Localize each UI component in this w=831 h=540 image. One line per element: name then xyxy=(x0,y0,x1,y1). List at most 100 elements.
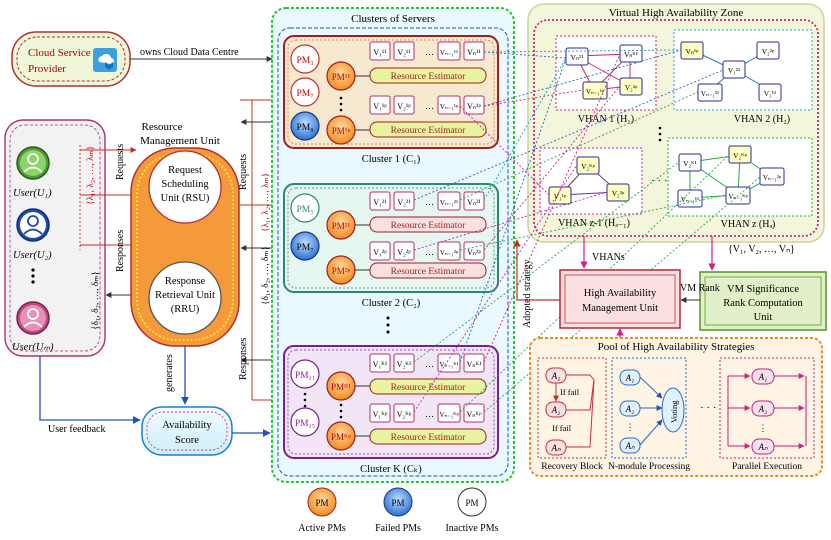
ellipsis: … xyxy=(425,47,434,57)
rsu-label-1: Request xyxy=(168,165,202,176)
adopted-strategy-label: Adopted strategy xyxy=(522,259,533,328)
vhan-node: V₂ᴷᵖ xyxy=(581,162,595,171)
recovery-block: A₁ A₂ Aₙ If fail If fail Recovery Block xyxy=(537,357,607,472)
vm-label: V₂ᴷᵖ xyxy=(397,410,412,419)
availability-score: Availability Score xyxy=(141,406,233,456)
pm-legend: PM Active PMs PM Failed PMs PM Inactive … xyxy=(298,487,499,534)
vhan-node: Vₙ₋₁¹ᵖ xyxy=(586,88,605,96)
vhan-node: Vₙ₋₁¹¹ xyxy=(681,196,699,204)
vm-rank-label: VM Rank xyxy=(680,283,720,294)
ellipsis: … xyxy=(425,409,434,419)
vm-label: Vₙ¹ᵖ xyxy=(467,102,481,111)
vm-label: V₁²ᵖ xyxy=(373,248,387,257)
strategy-a2: A₂ xyxy=(625,404,635,414)
users-delta-seq: {δ₁, δ₂, …, δₘ} xyxy=(91,271,101,330)
vm-label: Vₙ²¹ xyxy=(467,198,481,207)
strategy-a1: A₁ xyxy=(758,372,768,382)
legend-failed-swatch xyxy=(383,487,413,517)
ck-pm-b: PM₁₅ xyxy=(295,419,315,429)
c2-pm-a: PM₅ xyxy=(296,205,313,215)
resource-estimator-label: Resource Estimator xyxy=(391,383,466,393)
pm-inactive xyxy=(290,44,320,74)
legend-active-pm: PM xyxy=(315,498,328,508)
ellipsis: ⋮ xyxy=(759,423,768,433)
vhan-node: V₁²¹ xyxy=(728,66,741,75)
pm-inactive xyxy=(290,193,320,223)
cloud-provider-icon xyxy=(93,48,117,72)
rmu-title-1: Resource xyxy=(142,121,183,133)
legend-failed-label: Failed PMs xyxy=(375,523,421,534)
rsu-label-2: Scheduling xyxy=(161,179,209,190)
vm-label: V₁²¹ xyxy=(373,198,387,207)
cloud-service-provider: Cloud Service Provider xyxy=(11,31,131,87)
parallel-execution: A₁ A₂ ⋮ Aₙ Parallel Execution xyxy=(719,357,815,472)
vhan-node: Vₙ₋₁ᴷᵖ xyxy=(728,193,748,201)
c2-active-a: PM²¹ xyxy=(332,221,351,231)
c1-active-a: PM¹¹ xyxy=(332,72,351,82)
parallel-label: Parallel Execution xyxy=(732,462,802,472)
resource-estimator xyxy=(369,216,487,233)
rru-label-2: Retrieval Unit xyxy=(155,290,215,301)
vm-label: Vₙ₋₁²ᵖ xyxy=(440,249,459,257)
vhan-node: V₂²ᵖ xyxy=(625,83,638,92)
voting-label: Voting xyxy=(669,400,679,423)
ellipsis: … xyxy=(425,247,434,257)
vm-label: V₂ᴷ¹ xyxy=(397,360,412,369)
strategy-a1: A₁ xyxy=(625,373,635,383)
n-module-label: N-module Processing xyxy=(608,462,690,472)
vhan-node: Vₙ₋₁²ᵖ xyxy=(763,174,782,182)
vhans-label: VHANs xyxy=(592,252,625,263)
vhaz-title: Virtual High Availability Zone xyxy=(609,7,744,19)
user-u2-label: User(U₂) xyxy=(13,250,52,261)
resource-estimator-label: Resource Estimator xyxy=(391,267,466,277)
vm-label: V₁¹¹ xyxy=(373,48,387,57)
ellipsis: · · · xyxy=(651,175,668,187)
legend-inactive-pm: PM xyxy=(465,498,478,508)
vmsr-label-2: Rank Computation xyxy=(723,298,803,309)
user-um-avatar xyxy=(16,301,50,335)
c2-vm-row-1: V₁²¹ V₂²¹ … Vₙ₋₁²¹ Vₙ²¹ xyxy=(369,191,485,211)
pool-title: Pool of High Availability Strategies xyxy=(598,341,755,353)
ellipsis xyxy=(339,403,343,419)
vhan-node: Vₙ¹ᵖ xyxy=(686,47,700,56)
strategy-a1: A₁ xyxy=(551,371,561,381)
vm-mapping-lines xyxy=(413,49,761,413)
ham-label-1: High Availability xyxy=(584,288,657,299)
vm-label: V₂¹¹ xyxy=(397,48,411,57)
c1-vm-row-2: V₁¹ᵖ V₂¹ᵖ … Vₙ₋₁¹ᵖ Vₙ¹ᵖ xyxy=(369,95,485,115)
ellipsis: ⋮ xyxy=(626,422,635,432)
legend-inactive-swatch xyxy=(457,487,487,517)
vm-label: Vₙ₋₁¹¹ xyxy=(440,49,458,57)
ha-management-unit: High Availability Management Unit xyxy=(559,269,681,329)
vm-label: Vₙ₋₁¹ᵖ xyxy=(440,103,459,111)
ck-active-a: PMᴷ¹ xyxy=(331,382,351,392)
availability-label-2: Score xyxy=(175,435,199,446)
vmset-label: {V₁, V₂, …, Vₙ} xyxy=(728,244,795,255)
c2-vm-row-2: V₁²ᵖ V₂²ᵖ … Vₙ₋₁²ᵖ Vₙ²ᵖ xyxy=(369,241,485,261)
vm-label: V₁¹ᵖ xyxy=(373,102,387,111)
vhan-node: V₂²ᵖ xyxy=(612,189,625,198)
vm-label: V₂²¹ xyxy=(397,198,411,207)
pm-failed xyxy=(290,111,320,141)
c1-vm-row-1: V₁¹¹ V₂¹¹ … Vₙ₋₁¹¹ Vₙ¹¹ xyxy=(369,41,485,61)
vmsr-label-3: Unit xyxy=(754,312,773,323)
vm-significance-unit: VM Significance Rank Computation Unit xyxy=(699,271,827,331)
cluster-1-label: Cluster 1 (C₁) xyxy=(362,154,421,165)
ck-pm-a: PM₁₁ xyxy=(295,371,315,381)
vhan-ellipsis xyxy=(658,126,662,142)
pm-inactive xyxy=(290,359,320,389)
resource-management-unit: Request Scheduling Unit (RSU) Response R… xyxy=(130,147,240,347)
ellipsis: · · · xyxy=(700,402,717,414)
cluster-responses-label: Responses xyxy=(238,338,249,380)
legend-active-label: Active PMs xyxy=(298,523,346,534)
resource-estimator-label: Resource Estimator xyxy=(391,433,466,443)
vm-label: Vₙ²ᵖ xyxy=(467,248,481,257)
resource-estimator xyxy=(369,428,487,445)
cluster-k-label: Cluster K (Cₖ) xyxy=(360,464,422,475)
vhan-2-label: VHAN 2 (H₂) xyxy=(734,114,790,125)
c2-active-b: PM²ᵖ xyxy=(332,266,351,276)
resource-estimator xyxy=(369,67,487,84)
ham-label-2: Management Unit xyxy=(582,303,658,314)
vm-label: Vₙᴷ¹ xyxy=(466,360,482,369)
resource-estimator xyxy=(369,378,487,395)
